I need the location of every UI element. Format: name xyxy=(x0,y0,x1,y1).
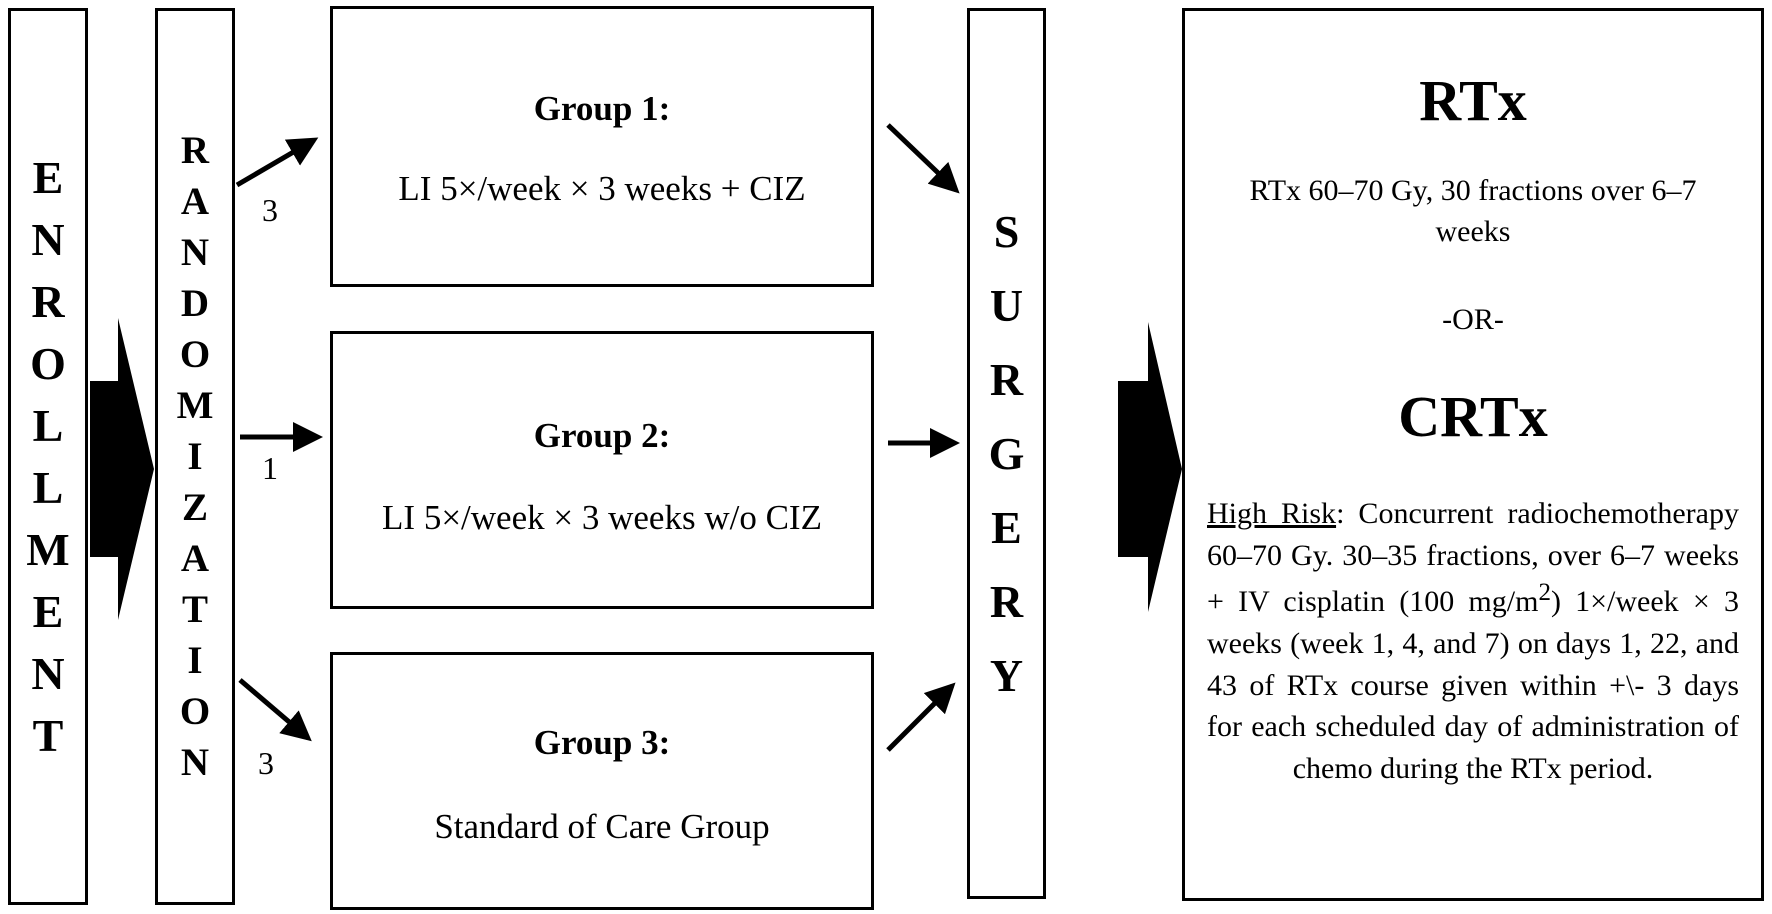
or-separator: -OR- xyxy=(1442,303,1504,336)
randomization-letter: N xyxy=(180,741,210,784)
enrollment-letter: L xyxy=(32,399,64,451)
enrollment-letter: E xyxy=(32,585,64,637)
randomization-letter: O xyxy=(179,690,211,733)
group-1-title: Group 1: xyxy=(533,89,671,128)
group-2-ratio: 1 xyxy=(262,450,278,486)
enrollment-letter: M xyxy=(26,523,70,575)
randomization-letter: A xyxy=(180,180,210,223)
rtx-description: RTx 60–70 Gy, 30 fractions over 6–7 week… xyxy=(1249,174,1697,248)
randomization-letter: D xyxy=(180,282,210,325)
crtx-description: High Risk: Concurrent radiochemotherapy … xyxy=(1207,493,1739,790)
group-1-description: LI 5×/week × 3 weeks + CIZ xyxy=(398,169,806,208)
group-1-box: Group 1: LI 5×/week × 3 weeks + CIZ xyxy=(330,6,874,287)
surgery-letter: G xyxy=(988,427,1025,479)
randomization-letter: R xyxy=(180,129,210,172)
randomization-letter: T xyxy=(181,588,208,631)
crtx-title: CRTx xyxy=(1398,384,1548,449)
enrollment-letter: O xyxy=(30,337,66,389)
crtx-superscript: 2 xyxy=(1538,579,1551,607)
enrollment-letter: T xyxy=(32,709,64,761)
enrollment-letter: N xyxy=(31,647,65,699)
enrollment-letter: N xyxy=(31,213,65,265)
crtx-text-part-2: ) 1×/week × 3 weeks (week 1, 4, and 7) o… xyxy=(1207,585,1739,786)
randomization-letter: I xyxy=(187,435,203,478)
high-risk-label: High Risk xyxy=(1207,497,1337,530)
arrow-group-3-to-surgery xyxy=(886,682,956,752)
surgery-block-arrow xyxy=(1118,322,1182,612)
randomization-letter: A xyxy=(180,537,210,580)
randomization-letter: I xyxy=(187,639,203,682)
group-2-title: Group 2: xyxy=(533,416,671,455)
surgery-letter: Y xyxy=(989,649,1024,701)
enrollment-letter: R xyxy=(31,275,65,327)
surgery-letter: E xyxy=(991,501,1022,553)
surgery-letter: R xyxy=(989,575,1024,627)
arrow-group-1-to-surgery xyxy=(886,123,960,194)
group-3-ratio: 3 xyxy=(258,745,274,781)
surgery-letter: R xyxy=(989,353,1024,405)
group-2-description: LI 5×/week × 3 weeks w/o CIZ xyxy=(382,498,822,537)
crtx-text-part-1: : Concurrent radiochemotherapy 60–70 Gy.… xyxy=(1207,497,1739,619)
randomization-letter: Z xyxy=(181,486,208,529)
surgery-letter: U xyxy=(989,279,1024,331)
group-1-ratio: 3 xyxy=(262,192,278,228)
treatment-box: RTx RTx 60–70 Gy, 30 fractions over 6–7 … xyxy=(1182,8,1764,901)
surgery-letter: S xyxy=(993,205,1020,257)
enrollment-letter: E xyxy=(32,151,64,203)
group-2-box: Group 2: LI 5×/week × 3 weeks w/o CIZ xyxy=(330,331,874,609)
randomization-letter: N xyxy=(180,231,210,274)
enrollment-letter: L xyxy=(32,461,64,513)
arrow-to-group-3 xyxy=(238,678,312,742)
group-3-box: Group 3: Standard of Care Group xyxy=(330,652,874,910)
enrollment-block-arrow xyxy=(90,318,154,620)
group-3-description: Standard of Care Group xyxy=(434,807,770,846)
randomization-letter: M xyxy=(176,384,214,427)
arrow-to-group-1 xyxy=(235,137,319,188)
group-3-title: Group 3: xyxy=(533,723,671,762)
rtx-title: RTx xyxy=(1419,68,1527,133)
randomization-letter: O xyxy=(179,333,211,376)
